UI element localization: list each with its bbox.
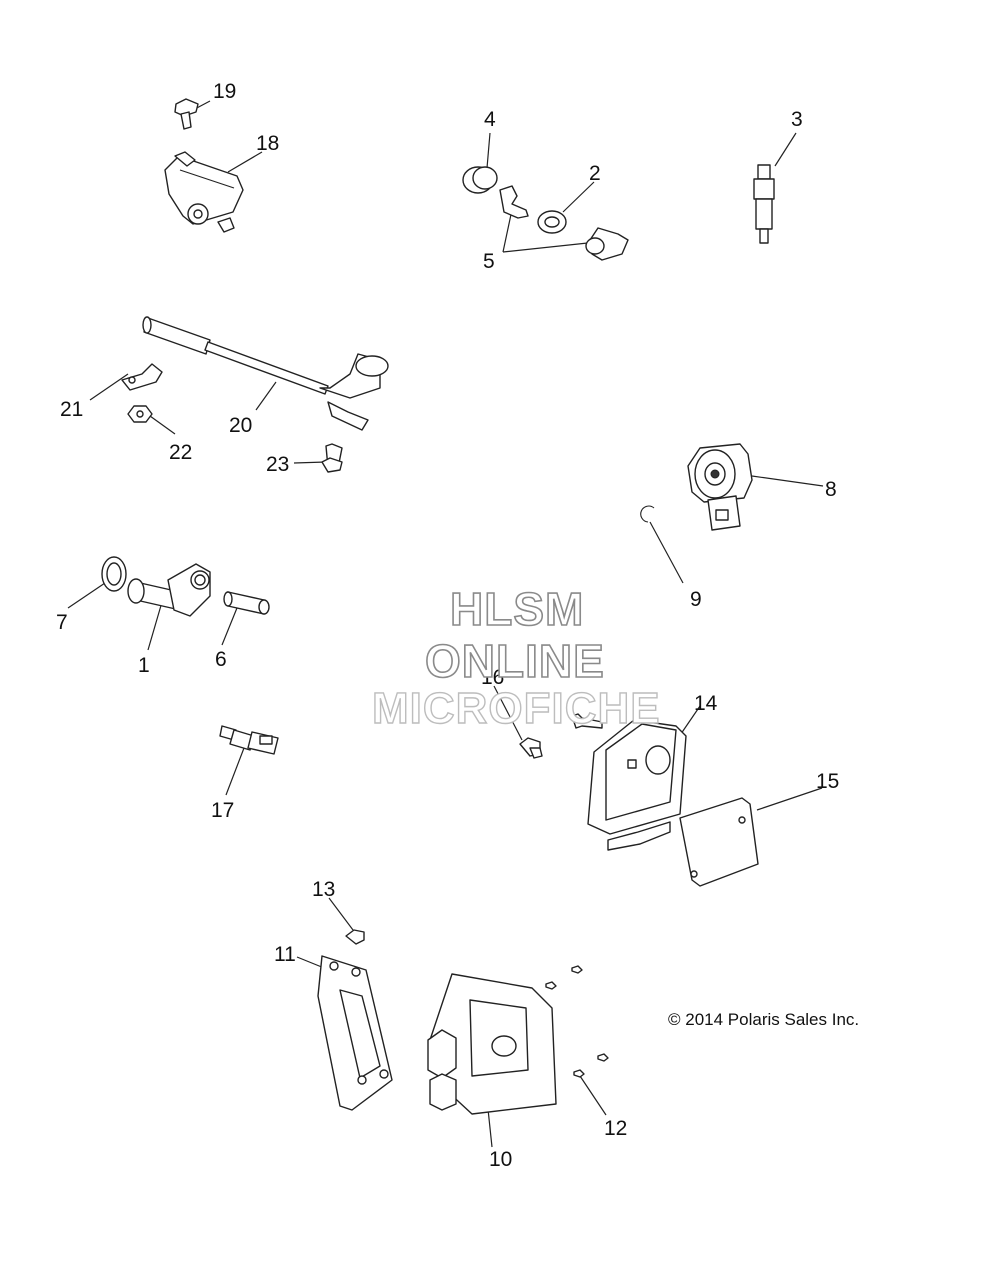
- part-3-spark-plug: [753, 164, 775, 244]
- part-6-pin: [223, 591, 270, 615]
- watermark-line-1: HLSM: [449, 582, 585, 636]
- part-1-cam-sensor: [127, 563, 211, 617]
- part-19-bolt: [174, 98, 199, 130]
- callout-5: 5: [483, 250, 495, 273]
- callout-17: 17: [211, 799, 235, 822]
- callout-1: 1: [138, 654, 150, 677]
- part-17-temp-sensor: [219, 725, 279, 755]
- part-23-bolt: [321, 443, 343, 473]
- callout-15: 15: [816, 770, 840, 793]
- part-13-bolt: [345, 929, 365, 945]
- part-12-screws: [545, 965, 609, 1078]
- callout-10: 10: [489, 1148, 513, 1171]
- watermark-line-3: MICROFICHE: [371, 683, 661, 733]
- callout-6: 6: [215, 648, 227, 671]
- callout-23: 23: [266, 453, 290, 476]
- callout-20: 20: [229, 414, 253, 437]
- callout-4: 4: [484, 108, 496, 131]
- callout-9: 9: [690, 588, 702, 611]
- callout-13: 13: [312, 878, 336, 901]
- part-16-screw: [519, 737, 543, 759]
- part-20-sensor-cable: [142, 316, 389, 431]
- leader-lines: [67, 100, 824, 1148]
- part-11-bracket: [317, 955, 393, 1111]
- part-9-ring: [640, 505, 655, 523]
- callout-3: 3: [791, 108, 803, 131]
- part-5-sensor: [585, 227, 629, 261]
- part-14-cover: [587, 719, 687, 851]
- callout-14: 14: [694, 692, 718, 715]
- part-7-o-ring: [101, 556, 127, 592]
- callout-21: 21: [60, 398, 84, 421]
- watermark-line-2: ONLINE: [424, 634, 605, 688]
- callout-11: 11: [274, 943, 296, 966]
- part-14-screw: [571, 713, 603, 729]
- part-2-washer: [537, 210, 567, 234]
- callout-7: 7: [56, 611, 68, 634]
- part-8-knock-sensor: [687, 443, 753, 531]
- part-5-tab: [499, 185, 529, 219]
- callout-16: 16: [481, 666, 505, 689]
- callout-2: 2: [589, 162, 601, 185]
- copyright-notice: © 2014 Polaris Sales Inc.: [668, 1010, 860, 1029]
- part-15-gasket: [679, 797, 759, 887]
- part-4-cap: [462, 166, 498, 194]
- part-10-ecu: [427, 973, 557, 1115]
- callout-19: 19: [213, 80, 237, 103]
- callout-12: 12: [604, 1117, 628, 1140]
- part-18-map-sensor: [164, 151, 244, 233]
- part-22-nut: [127, 405, 153, 423]
- callout-8: 8: [825, 478, 837, 501]
- part-21-clip: [121, 363, 163, 391]
- callout-18: 18: [256, 132, 280, 155]
- callout-22: 22: [169, 441, 193, 464]
